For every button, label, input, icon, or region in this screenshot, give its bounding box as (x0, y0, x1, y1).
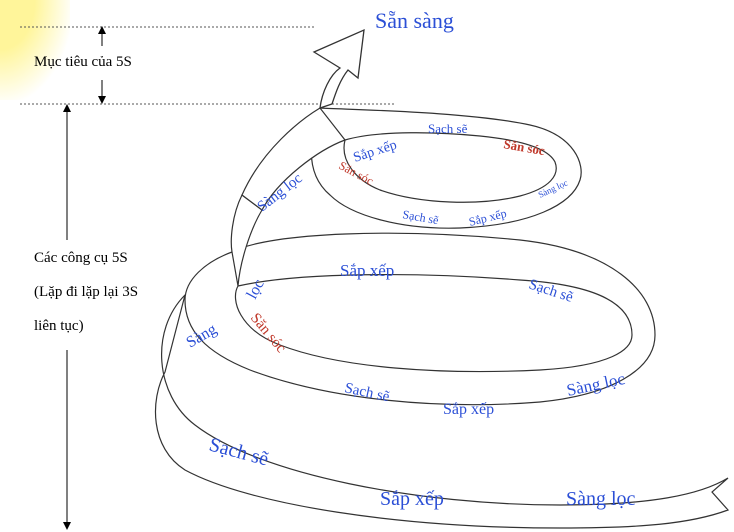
tools-caption-line-1: Các công cụ 5S (34, 250, 128, 266)
top-label-sach-se: Sạch sẽ (428, 121, 468, 136)
tools-caption-line-3: liên tục) (34, 318, 84, 334)
bottom-label-sang-loc: Sàng lọc (566, 488, 636, 510)
spiral-band-connector (230, 194, 263, 287)
top-label-sach-se-inner: Sạch sẽ (401, 207, 439, 227)
bottom-label-sap-xep: Sắp xếp (380, 488, 444, 510)
top-label-san-soc-red: Săn sóc (502, 136, 546, 158)
spiral-band-bottom (154, 293, 730, 529)
tools-caption-line-2: (Lặp đi lặp lại 3S (34, 284, 139, 300)
goal-arrow-head (312, 28, 365, 109)
top-label-sap-xep: Sắp xếp (352, 138, 399, 166)
spiral-band-middle (184, 232, 656, 406)
spiral-rising-band (241, 107, 346, 211)
mid-label-sap-xep: Sắp xếp (340, 261, 394, 280)
corner-highlight (0, 0, 70, 100)
goal-caption: Mục tiêu của 5S (34, 54, 132, 70)
goal-label: Sẵn sàng (375, 8, 454, 33)
spiral-band-top (310, 107, 582, 229)
mid-label-sap-xep-low: Sắp xếp (443, 401, 494, 418)
